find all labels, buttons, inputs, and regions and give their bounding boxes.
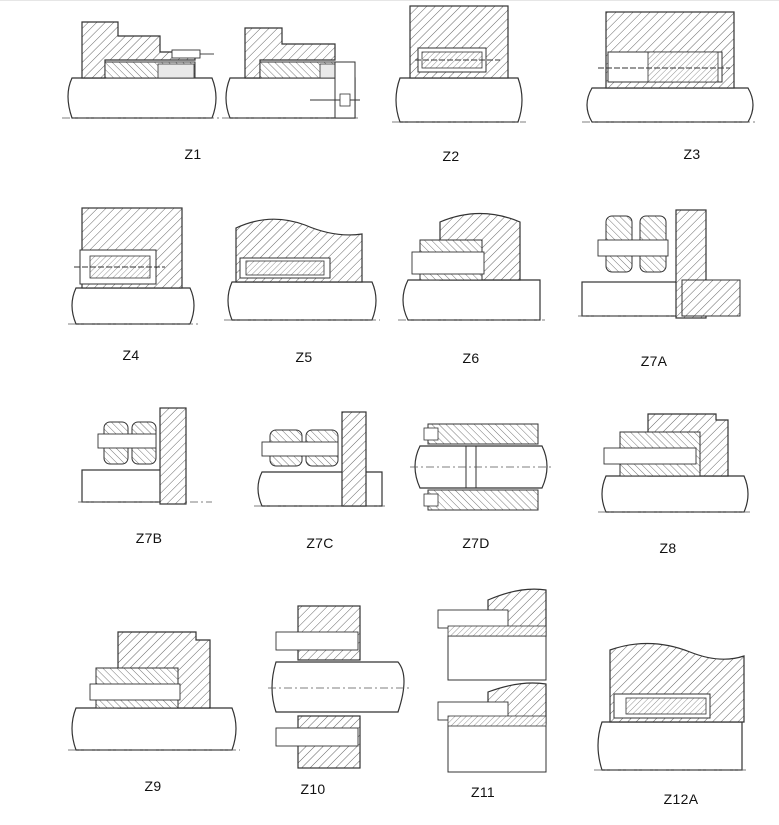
diagram-z11 — [437, 588, 547, 773]
caption-z7d: Z7D — [462, 535, 490, 551]
diagram-z1 — [62, 21, 222, 119]
diagram-z9 — [68, 631, 240, 751]
caption-z5: Z5 — [295, 349, 313, 365]
caption-z3: Z3 — [683, 146, 701, 162]
diagram-z7d — [410, 423, 552, 511]
diagram-z7a — [578, 209, 741, 319]
diagram-z7b — [78, 407, 212, 505]
diagram-z1-variant — [222, 27, 360, 119]
caption-z7c: Z7C — [306, 535, 334, 551]
diagram-z12a — [594, 642, 746, 771]
diagram-z4 — [68, 207, 198, 325]
caption-z7b: Z7B — [135, 530, 163, 546]
caption-z10: Z10 — [300, 781, 326, 797]
caption-z12a: Z12A — [663, 791, 699, 807]
diagram-z8 — [598, 413, 752, 513]
diagram-z6 — [398, 212, 545, 321]
caption-z2: Z2 — [442, 148, 460, 164]
diagram-z10 — [268, 605, 412, 769]
diagram-z7c — [254, 411, 385, 507]
caption-z7a: Z7A — [640, 353, 668, 369]
diagram-z2 — [392, 5, 526, 123]
caption-z11: Z11 — [471, 784, 495, 800]
caption-z8: Z8 — [659, 540, 677, 556]
diagram-z5 — [224, 218, 380, 321]
caption-z6: Z6 — [462, 350, 480, 366]
diagram-z3 — [582, 11, 758, 123]
caption-z4: Z4 — [122, 347, 140, 363]
caption-z1: Z1 — [184, 146, 202, 162]
top-divider — [0, 0, 779, 1]
caption-z9: Z9 — [144, 778, 162, 794]
